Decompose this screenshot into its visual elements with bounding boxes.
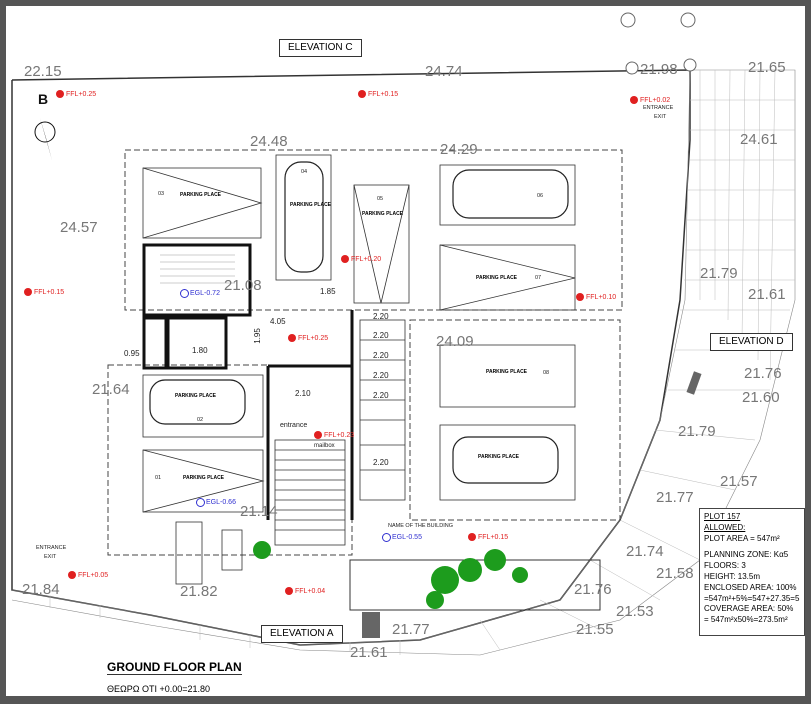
ffl-marker: FFL+0.05: [68, 571, 108, 579]
elevation-a-label: ELEVATION A: [261, 625, 343, 643]
parking-place-label: PARKING PLACE: [175, 393, 217, 399]
floors: FLOORS: 3: [704, 561, 746, 571]
level-value: 21.77: [656, 489, 694, 506]
parking-place-label: PARKING PLACE: [290, 202, 332, 208]
level-value: 21.79: [678, 423, 716, 440]
entrance-label: entrance: [280, 422, 308, 429]
elevation-c-label: ELEVATION C: [279, 39, 362, 57]
level-value: 24.57: [60, 219, 98, 236]
dimension: 2.10: [295, 389, 311, 398]
level-value: 21.74: [626, 543, 664, 560]
dimension: 2.20: [373, 458, 389, 467]
ffl-marker: FFL+0.25: [288, 334, 328, 342]
mailbox-label: mailbox: [314, 443, 335, 449]
dimension: 2.20: [373, 331, 389, 340]
enclosed-area-calc: =547m²+5%=547+27.35=5: [704, 593, 800, 603]
level-value: 21.77: [392, 621, 430, 638]
dimension: 2.20: [373, 391, 389, 400]
level-value: 21.14: [240, 503, 278, 520]
ffl-marker: FFL+0.04: [285, 587, 325, 595]
parking-number: 04: [301, 169, 308, 175]
entrance-exit-label-bottom: ENTRANCE: [36, 545, 67, 551]
entrance-exit-label-bottom-2: EXIT: [44, 554, 57, 560]
egl-marker: EGL-0.72: [180, 289, 220, 298]
level-value: 21.08: [224, 277, 262, 294]
entrance-exit-label-top-2: EXIT: [654, 114, 667, 120]
egl-marker: EGL-0.66: [196, 498, 236, 507]
level-value: 21.65: [748, 59, 786, 76]
dimension: 0.95: [124, 349, 140, 358]
parking-number: 02: [197, 417, 204, 423]
level-value: 21.61: [748, 286, 786, 303]
ffl-marker: FFL+0.20: [341, 255, 381, 263]
height: HEIGHT: 13.5m: [704, 571, 761, 581]
parking-number: 06: [537, 193, 544, 199]
enclosed-area: ENCLOSED AREA: 100%: [704, 582, 797, 592]
dimension: 1.80: [192, 346, 208, 355]
level-value: 21.53: [616, 603, 654, 620]
level-value: 24.29: [440, 141, 478, 158]
ffl-marker: FFL+0.10: [576, 293, 616, 301]
level-value: 21.76: [574, 581, 612, 598]
level-value: 21.64: [92, 381, 130, 398]
egl-marker: EGL-0.55: [382, 533, 422, 542]
plot-number: PLOT 157: [704, 512, 741, 521]
level-value: 24.61: [740, 131, 778, 148]
parking-place-label: PARKING PLACE: [180, 192, 222, 198]
ffl-marker: FFL+0.15: [358, 90, 398, 98]
dimension: 2.20: [373, 351, 389, 360]
ffl-marker: FFL+0.15: [24, 288, 64, 296]
coverage-area: COVERAGE AREA: 50%: [704, 604, 794, 614]
parking-place-label: PARKING PLACE: [362, 211, 404, 217]
north-letter: B: [38, 91, 48, 107]
level-value: 21.82: [180, 583, 218, 600]
level-value: 22.15: [24, 63, 62, 80]
level-value: 24.74: [425, 63, 463, 80]
dimension: 1.85: [320, 287, 336, 296]
elevation-d-label: ELEVATION D: [710, 333, 793, 351]
plot-area: PLOT AREA = 547m²: [704, 533, 780, 543]
level-value: 21.79: [700, 265, 738, 282]
level-value: 21.76: [744, 365, 782, 382]
level-value: 21.84: [22, 581, 60, 598]
ffl-marker: FFL+0.02: [630, 96, 670, 104]
parking-number: 07: [535, 275, 542, 281]
allowed-heading: ALLOWED:: [704, 522, 746, 532]
level-value: 24.09: [436, 333, 474, 350]
level-value: 21.60: [742, 389, 780, 406]
plan-subtitle: ΘΕΩΡΩ ΟΤΙ +0.00=21.80: [107, 684, 211, 694]
parking-number: 01: [155, 475, 162, 481]
dimension: 4.05: [270, 317, 286, 326]
ffl-marker: FFL+0.23: [314, 431, 354, 439]
coverage-area-calc: = 547m²x50%=273.5m²: [704, 615, 788, 625]
level-value: 24.48: [250, 133, 288, 150]
plot-info-box: PLOT 157 ALLOWED: PLOT AREA = 547m² PLAN…: [699, 508, 805, 636]
ffl-marker: FFL+0.15: [468, 533, 508, 541]
parking-place-label: PARKING PLACE: [476, 275, 518, 281]
parking-place-label: PARKING PLACE: [486, 369, 528, 375]
dimension: 1.95: [252, 328, 262, 344]
entrance-exit-label-top: ENTRANCE: [643, 105, 674, 111]
level-value: 21.98: [640, 61, 678, 78]
plan-title: GROUND FLOOR PLAN: [107, 660, 242, 675]
parking-number: 08: [543, 370, 550, 376]
level-value: 21.57: [720, 473, 758, 490]
level-value: 21.55: [576, 621, 614, 638]
dimension: 2.20: [373, 312, 389, 321]
parking-place-label: PARKING PLACE: [478, 454, 520, 460]
ffl-marker: FFL+0.25: [56, 90, 96, 98]
planning-zone: PLANNING ZONE: Kα5: [704, 550, 789, 560]
level-value: 21.61: [350, 644, 388, 661]
level-value: 21.58: [656, 565, 694, 582]
parking-place-label: PARKING PLACE: [183, 475, 225, 481]
dimension: 2.20: [373, 371, 389, 380]
building-name-label: NAME OF THE BUILDING: [388, 523, 453, 529]
parking-number: 05: [377, 196, 384, 202]
parking-number: 03: [158, 191, 165, 197]
